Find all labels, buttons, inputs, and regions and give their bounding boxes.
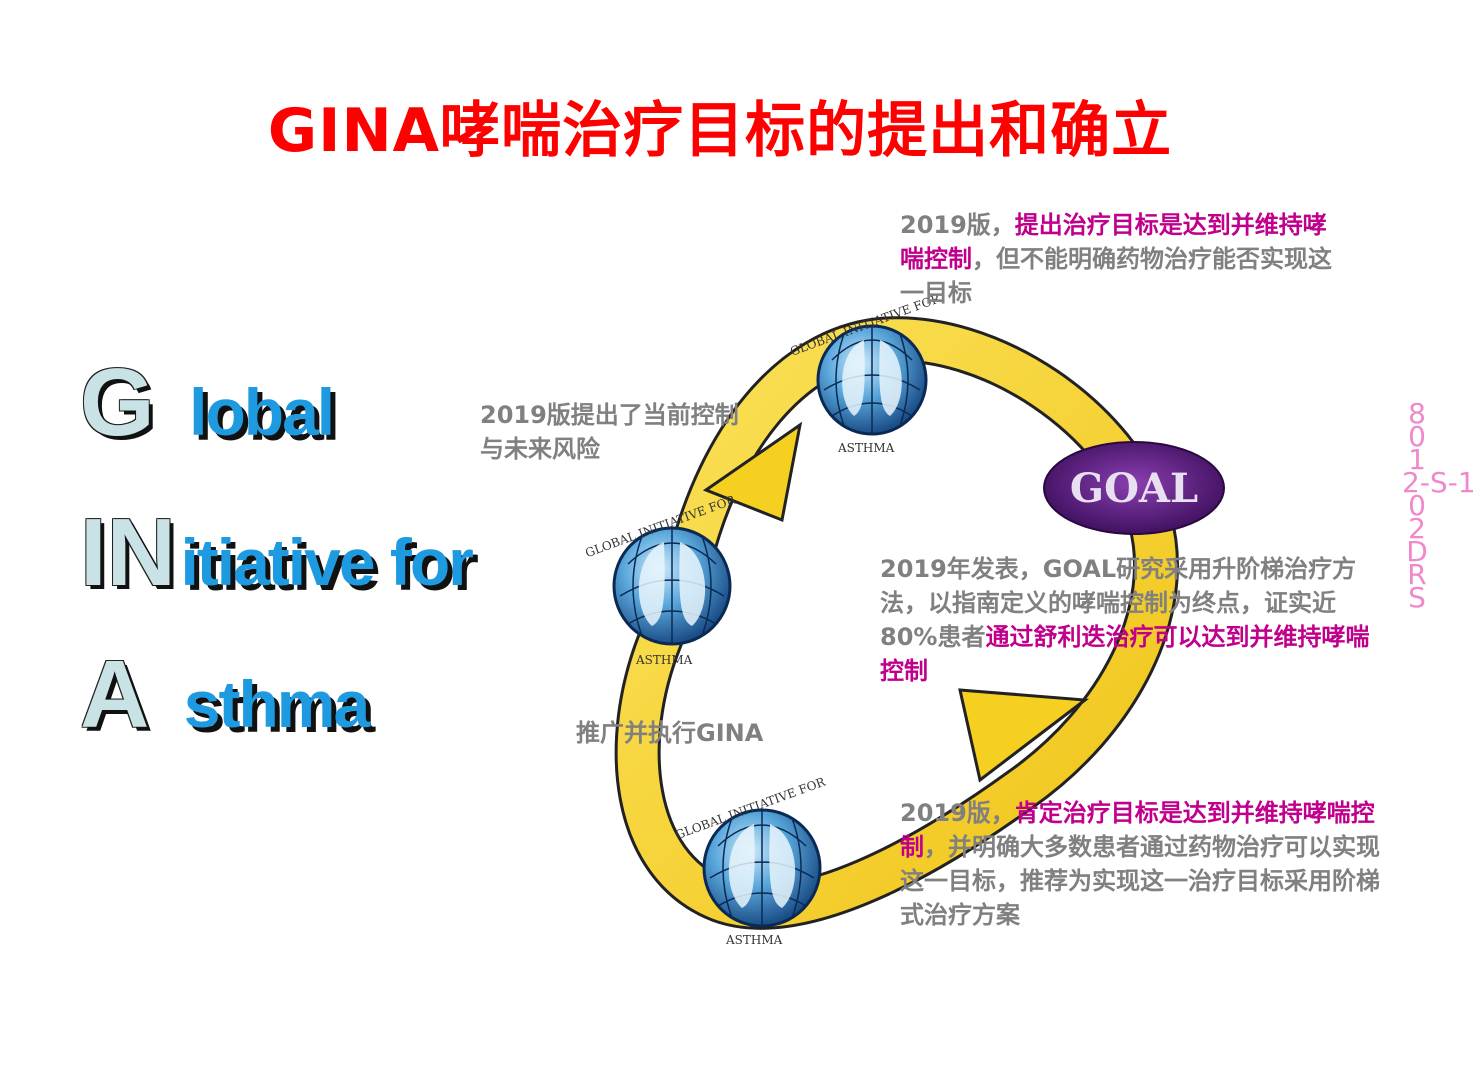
acronym-row-asthma: A sthma [80,640,370,750]
goal-badge: GOAL [1043,441,1225,535]
acronym-letter-g: G [80,349,155,456]
slide-title: GINA哮喘治疗目标的提出和确立 [267,96,1173,166]
gina-logo-bottom [702,808,822,928]
note-goal-lead: 2019年发表，GOAL研究采用升阶梯治疗方法，以指南定义的哮喘控制为终点，证实… [880,555,1357,651]
acronym-row-global: G lobal [80,348,335,458]
note-top: 2019版，提出治疗目标是达到并维持哮喘控制，但不能明确药物治疗能否实现这一目标 [900,208,1340,310]
note-top-highlight: 提出治疗目标是达到并维持哮喘控制 [900,211,1327,273]
vertical-stamp-code: 8012‑S‑102DRS [1402,397,1476,614]
arrow-head-upper-left [702,421,803,523]
logo-left-bottom-text: ASTHMA [635,653,693,667]
logo-top-bottom-text: ASTHMA [837,441,895,455]
acronym-letter-a: A [80,641,150,748]
logo-bottom-bottom-text: ASTHMA [725,933,783,947]
note-bottom-tail: ，并明确大多数患者通过药物治疗可以实现这一目标，推荐为实现这一治疗目标采用阶梯式… [900,833,1380,929]
note-left: 2019版提出了当前控制与未来风险 [480,401,739,463]
note-goal: 2019年发表，GOAL研究采用升阶梯治疗方法，以指南定义的哮喘控制为终点，证实… [880,552,1375,688]
acronym-word-sthma: sthma [183,667,370,741]
arrow-head-right [958,688,1090,783]
note-bottom-lead: 2019版， [900,799,1015,827]
note-promote: 推广并执行GINA [576,719,764,747]
note-goal-highlight: 通过舒利迭治疗可以达到并维持哮喘控制 [880,623,1370,685]
note-bottom: 2019版，肯定治疗目标是达到并维持哮喘控制，并明确大多数患者通过药物治疗可以实… [900,796,1395,932]
acronym-row-initiative: IN itiative for [80,498,474,608]
note-bottom-highlight: 肯定治疗目标是达到并维持哮喘控制 [900,799,1375,861]
goal-badge-text: GOAL [1070,465,1198,512]
acronym-letter-in: IN [80,499,176,606]
cycle-diagram: GLOBAL INITIATIVE FOR ASTHMA GLOBAL INIT… [583,291,1225,947]
acronym-word-lobal: lobal [189,375,335,449]
acronym-word-itiative-for: itiative for [180,525,473,599]
gina-logo-top [816,324,928,436]
gina-logo-left [612,526,732,646]
note-top-lead: 2019版， [900,211,1015,239]
note-top-tail: ，但不能明确药物治疗能否实现这一目标 [900,245,1332,307]
